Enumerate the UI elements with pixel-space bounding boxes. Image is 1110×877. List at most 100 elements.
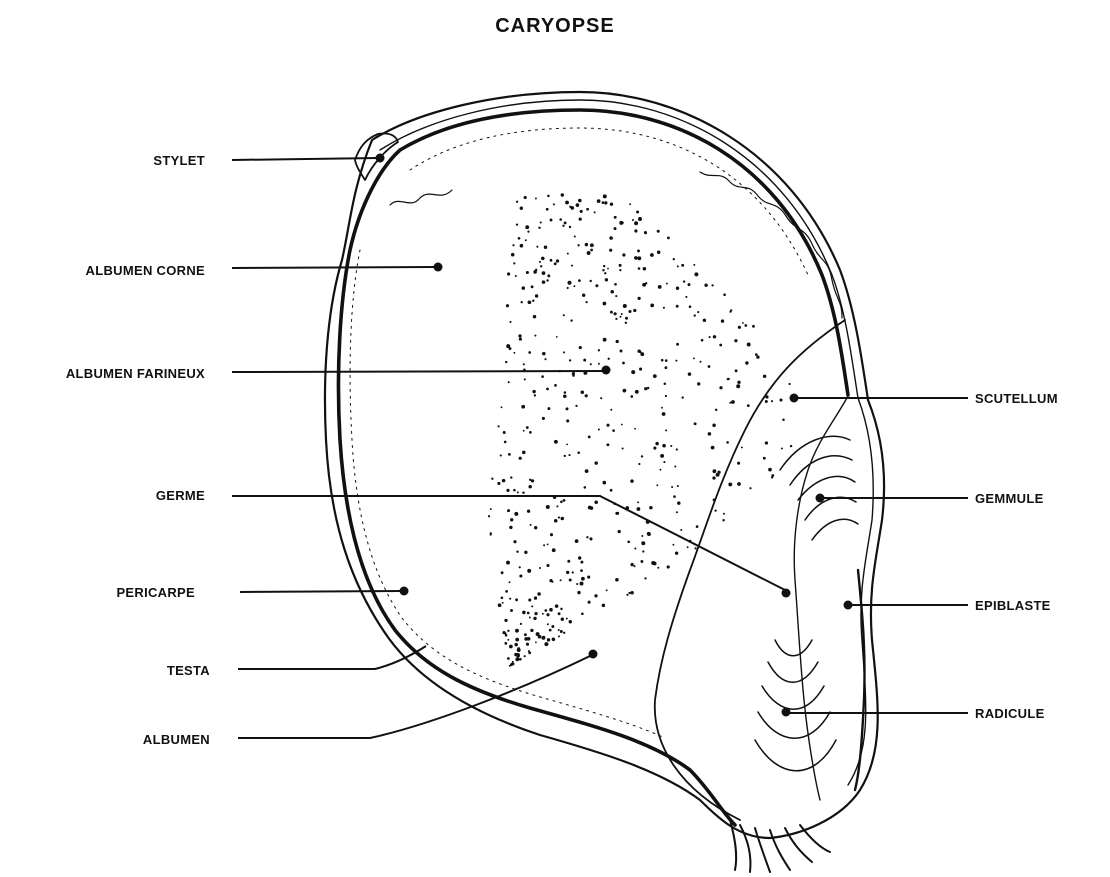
pointer-albumen <box>589 650 598 659</box>
stipple-dot <box>488 515 490 517</box>
testa-line <box>338 110 848 825</box>
stipple-dot <box>602 201 605 204</box>
stipple-dot <box>508 381 510 383</box>
stipple-dot <box>594 461 597 464</box>
stipple-dot <box>735 369 738 372</box>
stipple-dot <box>610 203 613 206</box>
stipple-dot <box>790 445 792 447</box>
stipple-dot <box>523 430 525 432</box>
stipple-dot <box>564 455 566 457</box>
stipple-dot <box>502 602 504 604</box>
stipple-dot <box>578 556 581 559</box>
stipple-dot <box>719 386 722 389</box>
stipple-dot <box>563 351 565 353</box>
stipple-dot <box>568 454 570 456</box>
gemmule-leaves <box>780 436 858 540</box>
stipple-dot <box>644 387 647 390</box>
stipple-dot <box>734 339 737 342</box>
stipple-dot <box>721 319 724 322</box>
base-tuft <box>730 820 830 872</box>
stipple-dot <box>527 231 529 233</box>
stipple-dot <box>711 284 713 286</box>
stipple-dot <box>741 446 743 448</box>
stipple-dot <box>566 444 568 446</box>
stipple-dot <box>569 620 572 623</box>
stipple-dot <box>641 541 645 545</box>
stipple-dot <box>528 485 531 488</box>
stipple-dot <box>522 491 524 493</box>
stipple-dot <box>533 315 537 319</box>
stipple-dot <box>507 272 510 275</box>
stipple-dot <box>693 357 695 359</box>
stipple-dot <box>509 347 512 350</box>
stipple-dot <box>579 217 582 220</box>
stipple-dot <box>621 424 623 426</box>
label-albumen-farineux: ALBUMEN FARINEUX <box>66 366 205 381</box>
label-germe-group: GERME <box>156 488 791 598</box>
pericarp-inner-line <box>380 100 873 785</box>
stipple-dot <box>511 253 515 257</box>
stipple-dot <box>509 645 513 649</box>
stipple-dot <box>519 457 522 460</box>
stipple-dot <box>621 313 623 315</box>
stipple-dot <box>610 489 613 492</box>
stipple-dot <box>556 505 558 507</box>
stipple-dot <box>572 374 575 377</box>
stipple-dot <box>637 297 640 300</box>
stipple-dot <box>649 506 652 509</box>
stipple-dot <box>675 360 677 362</box>
stipple-dot <box>615 578 619 582</box>
stipple-dot <box>512 244 514 246</box>
stipple-dot <box>670 445 672 447</box>
stipple-dot <box>606 424 609 427</box>
stipple-dot <box>529 479 531 481</box>
stipple-dot <box>542 271 546 275</box>
stipple-dot <box>528 300 532 304</box>
stipple-dot <box>598 428 600 430</box>
pointer-albumen-corne <box>434 263 443 272</box>
stipple-dot <box>630 395 633 398</box>
stipple-dot <box>622 362 625 365</box>
stipple-dot <box>588 506 592 510</box>
stipple-dot <box>564 221 567 224</box>
stipple-dot <box>547 623 549 625</box>
stipple-dot <box>578 279 581 282</box>
stipple-dot <box>606 443 609 446</box>
stipple-dot <box>543 544 545 546</box>
stipple-dot <box>729 402 731 404</box>
stipple-dot <box>663 461 665 463</box>
label-epiblaste: EPIBLASTE <box>975 598 1051 613</box>
stipple-dot <box>672 544 674 546</box>
label-radicule: RADICULE <box>975 706 1045 721</box>
stipple-dot <box>588 601 591 604</box>
stipple-dot <box>604 272 606 274</box>
stipple-dot <box>676 287 679 290</box>
stipple-dot <box>560 501 563 504</box>
stipple-dot <box>523 363 525 365</box>
stipple-dot <box>623 304 627 308</box>
stipple-dot <box>566 618 568 620</box>
stipple-dot <box>528 652 531 655</box>
stipple-dot <box>506 304 509 307</box>
stipple-dot <box>535 294 538 297</box>
stipple-dot <box>504 619 507 622</box>
stipple-dot <box>688 283 691 286</box>
stipple-dot <box>709 336 711 338</box>
stipple-dot <box>547 407 550 410</box>
stipple-dot <box>546 564 549 567</box>
stipple-dot <box>590 363 592 365</box>
stipple-dot <box>546 208 549 211</box>
stipple-dot <box>544 358 546 360</box>
stipple-dot <box>561 618 564 621</box>
stipple-dot <box>566 571 569 574</box>
stipple-dot <box>737 381 740 384</box>
stipple-dot <box>575 539 579 543</box>
stipple-dot <box>594 211 596 213</box>
stipple-dot <box>633 309 636 312</box>
stipple-dot <box>503 431 506 434</box>
stipple-dot <box>515 629 519 633</box>
stipple-dot <box>610 290 614 294</box>
stipple-dot <box>526 643 529 646</box>
stipple-dot <box>589 537 592 540</box>
stipple-dot <box>634 547 636 549</box>
